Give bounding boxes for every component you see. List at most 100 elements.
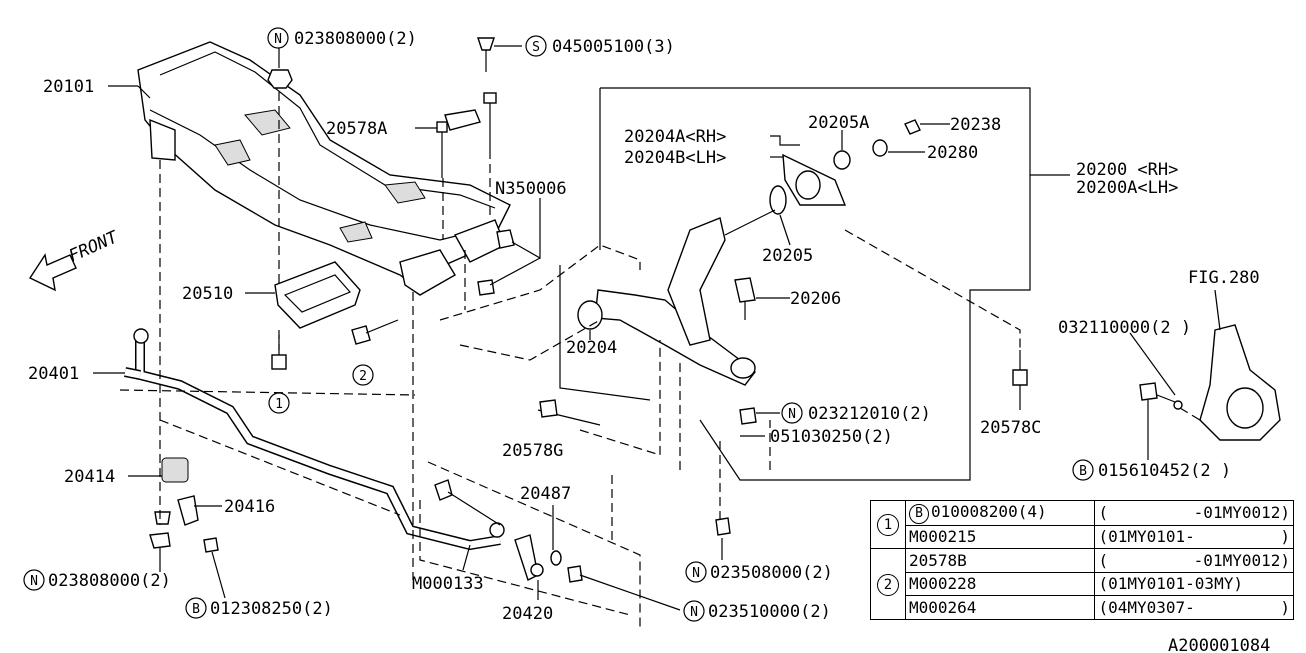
label-023808000-bottom: 023808000(2)	[48, 571, 171, 591]
label-20487: 20487	[520, 484, 571, 504]
lower-arm-illustration	[537, 119, 1028, 426]
appl-left: (01MY0101-	[1098, 526, 1195, 546]
label-20205a: 20205A	[808, 113, 869, 133]
lower-bolts-illustration	[271, 319, 399, 370]
label-20578c: 20578C	[980, 418, 1041, 438]
table-row: M000215 (01MY0101-)	[871, 524, 1294, 550]
label-20204a: 20204A<RH>	[624, 127, 726, 147]
prefix-b: B	[192, 602, 200, 617]
label-20401: 20401	[28, 364, 79, 384]
label-20510: 20510	[182, 284, 233, 304]
n-prefix-circle	[267, 27, 289, 49]
label-20414: 20414	[64, 467, 115, 487]
label-20578g: 20578G	[502, 441, 563, 461]
label-20280: 20280	[927, 143, 978, 163]
diagram-id: A200001084	[1168, 636, 1270, 653]
knuckle-illustration	[1139, 324, 1281, 441]
label-20416: 20416	[224, 497, 275, 517]
part-cell: 20578B	[904, 548, 1096, 573]
n-prefix-circle	[685, 561, 707, 583]
label-023508000: 023508000(2)	[710, 563, 833, 583]
s-prefix-circle	[525, 35, 547, 57]
appl-left: (	[1098, 502, 1109, 522]
b-prefix-circle	[185, 597, 207, 619]
appl-right: )	[1280, 597, 1290, 617]
prefix-n: N	[692, 566, 700, 581]
table-row: M000228 (01MY0101-03MY)	[871, 571, 1294, 597]
label-20101: 20101	[43, 77, 94, 97]
appl-right: )	[1280, 526, 1290, 546]
prefix-n: N	[274, 32, 282, 47]
callout-1-label: 1	[275, 397, 283, 412]
leader-lines	[93, 45, 1221, 611]
appl-right: -01MY0012)	[1193, 502, 1290, 522]
applicability-cell: ( -01MY0012)	[1094, 548, 1294, 573]
n-prefix-circle	[683, 600, 705, 622]
label-015610452: 015610452(2 )	[1098, 461, 1231, 481]
appl-left: (01MY0101-03MY)	[1098, 574, 1243, 594]
label-m000133: M000133	[412, 574, 484, 594]
n-prefix-circle	[23, 569, 45, 591]
applicability-cell: (04MY0307-)	[1094, 595, 1294, 620]
guide-lines	[119, 92, 1201, 630]
label-20205: 20205	[762, 246, 813, 266]
callout-1-circle	[268, 392, 290, 414]
label-20200a: 20200A<LH>	[1076, 178, 1178, 198]
plate-20510-illustration	[274, 261, 361, 329]
prefix-b: B	[1079, 464, 1087, 479]
fastener-illustrations	[267, 37, 515, 296]
part-cell: M000228	[904, 571, 1096, 597]
applicability-cell: ( -01MY0012)	[1094, 500, 1294, 526]
prefix-n: N	[30, 574, 38, 589]
label-20578a: 20578A	[326, 119, 387, 139]
front-arrow: FRONT	[28, 227, 122, 292]
appl-left: (04MY0307-	[1098, 597, 1195, 617]
label-fig280: FIG.280	[1188, 268, 1260, 288]
label-023808000-top: 023808000(2)	[294, 29, 417, 49]
label-045005100: 045005100(3)	[552, 37, 675, 57]
label-20206: 20206	[790, 289, 841, 309]
label-023510000: 023510000(2)	[708, 602, 831, 622]
label-20200: 20200 <RH>	[1076, 160, 1178, 180]
prefix-b: B	[909, 504, 929, 525]
crossmember-illustration	[137, 41, 511, 296]
label-023212010: 023212010(2)	[808, 404, 931, 424]
table-row: 2 20578B ( -01MY0012)	[870, 548, 1294, 620]
part-number: M000228	[909, 574, 977, 594]
appl-right: -01MY0012)	[1193, 550, 1290, 570]
appl-left: (	[1098, 550, 1109, 570]
label-20420: 20420	[502, 604, 553, 624]
group-number: 1	[877, 514, 899, 537]
callout-2-circle	[352, 364, 374, 386]
prefix-s: S	[532, 40, 540, 55]
b-prefix-circle	[1072, 459, 1094, 481]
prefix-n: N	[788, 407, 796, 422]
front-label: FRONT	[66, 227, 122, 267]
label-20238: 20238	[950, 115, 1001, 135]
table-row: M000264 (04MY0307-)	[871, 595, 1294, 620]
group-cell: 1	[870, 499, 906, 550]
applicability-cell: (01MY0101-)	[1094, 524, 1294, 550]
prefix-n: N	[690, 605, 698, 620]
label-032110000: 032110000(2 )	[1058, 318, 1191, 338]
n-prefix-circle	[781, 402, 803, 424]
label-051030250: 051030250(2)	[770, 427, 893, 447]
label-012308250: 012308250(2)	[210, 599, 333, 619]
group-number: 2	[877, 573, 899, 596]
part-cell: M000215	[904, 524, 1096, 550]
label-20204: 20204	[566, 338, 617, 358]
label-n350006: N350006	[495, 179, 567, 199]
stabilizer-mount-illustration	[149, 457, 219, 553]
callout-2-label: 2	[359, 369, 367, 384]
part-labels: 20101 N 023808000(2) S 045005100(3) 2057…	[23, 27, 1270, 653]
group-cell: 2	[870, 548, 906, 620]
part-number: 010008200(4)	[931, 502, 1047, 522]
part-number: M000215	[909, 526, 977, 546]
part-cell: M000264	[904, 595, 1096, 620]
label-20204b: 20204B<LH>	[624, 148, 726, 168]
stabilizer-link-illustration	[434, 479, 731, 583]
